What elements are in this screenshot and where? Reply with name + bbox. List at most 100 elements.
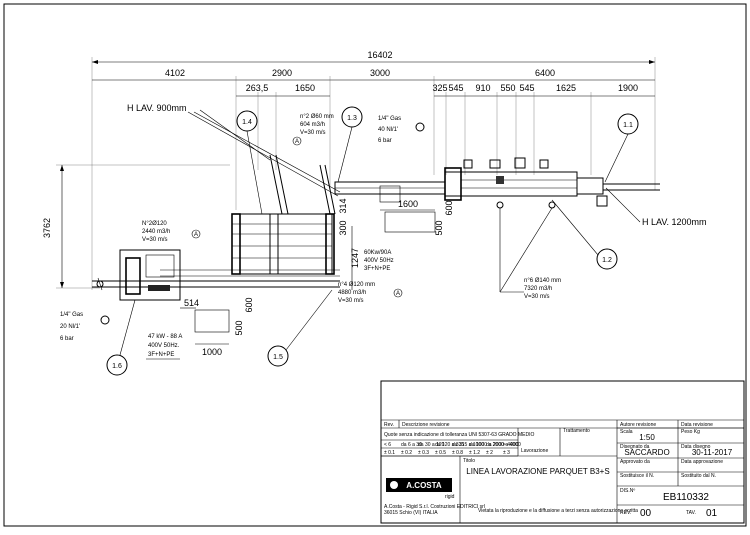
svg-text:A.Costa - Rigid S.r.l. Costruz: A.Costa - Rigid S.r.l. Costruzioni EDITR…	[384, 504, 485, 510]
dim-1600: 1600	[398, 199, 418, 209]
title-block: Rev. Descrizione revisione Quote senza i…	[380, 380, 745, 524]
svg-text:1.2: 1.2	[602, 257, 612, 264]
dim-910: 910	[475, 83, 490, 93]
tolerance-note: Quote senza indicazione di tolleranza UN…	[384, 432, 534, 438]
svg-text:1.3: 1.3	[347, 115, 357, 122]
svg-text:Descrizione revisione: Descrizione revisione	[402, 422, 450, 428]
elec-left-3: 3F+N+PE	[148, 352, 174, 358]
machine-line	[92, 111, 660, 301]
h-lav-1200-label: H LAV. 1200mm	[642, 217, 707, 227]
revision-number: 00	[640, 508, 652, 519]
svg-text:da 120 a 315: da 120 a 315	[435, 442, 464, 448]
svg-text:Sostituito dal N.: Sostituito dal N.	[681, 473, 716, 479]
footer-note: Vietata la riproduzione e la diffusione …	[478, 508, 638, 514]
tolerance-table: < 6 da 6 a 30 da 30 a 120 da 120 a 315 d…	[384, 442, 521, 456]
sheet-border	[3, 3, 747, 527]
svg-text:± 1.2: ± 1.2	[469, 450, 480, 456]
svg-text:> 4000: > 4000	[503, 442, 519, 448]
svg-text:< 6: < 6	[384, 442, 391, 448]
svg-text:1.4: 1.4	[242, 119, 252, 126]
elec-mid-2: 400V 50Hz	[364, 258, 394, 264]
svg-text:± 0.8: ± 0.8	[452, 450, 463, 456]
svg-text:± 0.3: ± 0.3	[418, 450, 429, 456]
drawing-date: 30-11-2017	[692, 448, 733, 457]
drawn-by: SACCARDO	[624, 448, 669, 457]
dim-600a: 600	[444, 200, 454, 215]
dim-1625: 1625	[556, 83, 576, 93]
marker-a-mid-icon	[393, 288, 403, 298]
svg-text:Data revisione: Data revisione	[681, 422, 713, 428]
gas-left-1: 1/4" Gas	[60, 312, 83, 318]
dim-514: 514	[184, 298, 199, 308]
gas-left-2: 20 Nl/1'	[60, 324, 80, 330]
svg-text:± 2: ± 2	[486, 450, 493, 456]
svg-text:1.1: 1.1	[623, 122, 633, 129]
dim-314: 314	[338, 198, 348, 213]
air-mid-3: V=30 m/s	[338, 298, 364, 304]
svg-text:Lavorazione: Lavorazione	[521, 448, 548, 454]
svg-text:rigid: rigid	[445, 494, 455, 500]
air-mid-1: n°4 Ø120 mm	[338, 282, 375, 288]
svg-text:da 30 a 120: da 30 a 120	[418, 442, 445, 448]
top-dimensions: 16402 4102 2900 3000 6400 263,5 1650 325…	[91, 50, 656, 290]
bubble-1-5	[267, 345, 289, 367]
svg-text:Disegnato da: Disegnato da	[620, 444, 650, 450]
svg-text:± 0.1: ± 0.1	[384, 450, 395, 456]
svg-text:da 1000 a 2000: da 1000 a 2000	[469, 442, 504, 448]
svg-text:TAV.: TAV.	[686, 510, 696, 516]
dim-600b: 600	[244, 297, 254, 312]
air-left-2: 2440 m3/h	[142, 229, 170, 235]
elec-left-2: 400V 50Hz.	[148, 343, 180, 349]
svg-text:DIS.Nº: DIS.Nº	[620, 488, 635, 494]
drawing-number: EB110332	[663, 492, 709, 503]
svg-text:Autore revisione: Autore revisione	[620, 422, 656, 428]
dim-545a: 545	[448, 83, 463, 93]
dim-545b: 545	[519, 83, 534, 93]
scale-value: 1:50	[639, 433, 655, 442]
h-lav-900-label: H LAV. 900mm	[127, 103, 187, 113]
svg-text:36015 Schio (VI) ITALIA: 36015 Schio (VI) ITALIA	[384, 510, 438, 516]
svg-text:± 0.5: ± 0.5	[435, 450, 446, 456]
air-right-2: 7320 m3/h	[524, 286, 552, 292]
svg-text:Peso Kg: Peso Kg	[681, 429, 700, 435]
elec-left-1: 47 kW - 88 A	[148, 334, 182, 340]
marker-a-left-icon	[191, 229, 201, 239]
svg-text:Rev.: Rev.	[384, 422, 394, 428]
svg-text:A: A	[194, 232, 198, 238]
svg-text:Data approvazione: Data approvazione	[681, 459, 723, 465]
dim-2900: 2900	[272, 68, 292, 78]
gas-left-connector-icon	[100, 315, 110, 325]
air-right-3: V=30 m/s	[524, 294, 550, 300]
svg-text:Trattamento: Trattamento	[563, 428, 590, 434]
dim-325: 325	[432, 83, 447, 93]
air-top-1: n°2 Ø60 mm	[300, 114, 334, 120]
dim-263-5: 263,5	[246, 83, 269, 93]
gas-top-connector-icon	[415, 122, 425, 132]
air-left-1: N°2Ø120	[142, 221, 167, 227]
machine-dimensions: 300 314 1247 1600 500 600 514 500 600 10…	[180, 198, 454, 357]
dim-1000: 1000	[202, 347, 222, 357]
dim-1650: 1650	[295, 83, 315, 93]
air-right-1: n°6 Ø140 mm	[524, 278, 561, 284]
dim-3762: 3762	[42, 218, 52, 238]
svg-text:A: A	[295, 139, 299, 145]
drawing-title: LINEA LAVORAZIONE PARQUET B3+S	[466, 467, 609, 476]
svg-text:Approvato da: Approvato da	[620, 459, 650, 465]
dim-500a: 500	[434, 220, 444, 235]
elec-mid-3: 3F+N+PE	[364, 266, 390, 272]
gas-top-3: 6 bar	[378, 138, 392, 144]
dim-3000: 3000	[370, 68, 390, 78]
elec-mid-1: 60Kw/90A	[364, 250, 391, 256]
dim-500b: 500	[234, 320, 244, 335]
dim-300: 300	[338, 220, 348, 235]
svg-text:A: A	[396, 291, 400, 297]
svg-text:1.6: 1.6	[112, 363, 122, 370]
gas-left-3: 6 bar	[60, 336, 74, 342]
gas-top-1: 1/4" Gas	[378, 116, 401, 122]
dim-550: 550	[500, 83, 515, 93]
reference-bubbles: 1.1 1.2 1.3 1.4 1.5 1.6	[106, 106, 639, 376]
svg-text:da 6 a 30: da 6 a 30	[401, 442, 422, 448]
svg-text:Scala: Scala	[620, 429, 633, 435]
